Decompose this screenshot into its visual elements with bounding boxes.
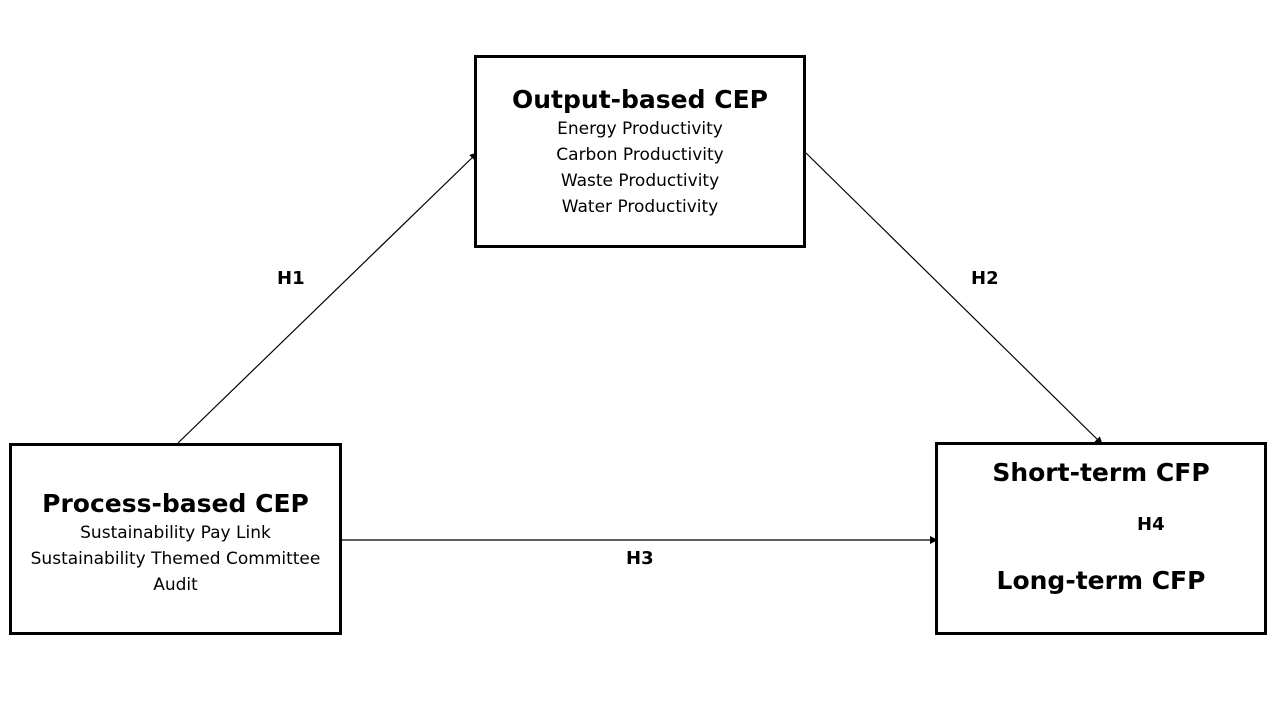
process-item: Sustainability Themed Committee [30,549,321,569]
process-item: Audit [153,575,198,595]
arrow-h1 [177,152,478,444]
output-based-cep-title: Output-based CEP [512,84,768,114]
process-based-cep-box: Process-based CEP Sustainability Pay Lin… [9,443,342,635]
edge-label-h4: H4 [1137,514,1165,535]
output-based-cep-box: Output-based CEP Energy Productivity Car… [474,55,806,248]
long-term-cfp-title: Long-term CFP [996,566,1206,595]
arrow-h2 [805,152,1103,445]
edge-label-h1: H1 [277,268,305,289]
output-item: Water Productivity [561,196,719,217]
edge-label-h2: H2 [971,268,999,289]
output-item: Energy Productivity [557,118,723,139]
output-item: Waste Productivity [560,170,720,191]
short-term-cfp-title: Short-term CFP [992,458,1210,487]
output-item: Carbon Productivity [556,144,724,165]
edge-label-h3: H3 [626,548,654,569]
process-based-cep-title: Process-based CEP [42,489,309,518]
process-item: Sustainability Pay Link [80,523,271,543]
cfp-box: Short-term CFP H4 Long-term CFP [935,442,1267,635]
